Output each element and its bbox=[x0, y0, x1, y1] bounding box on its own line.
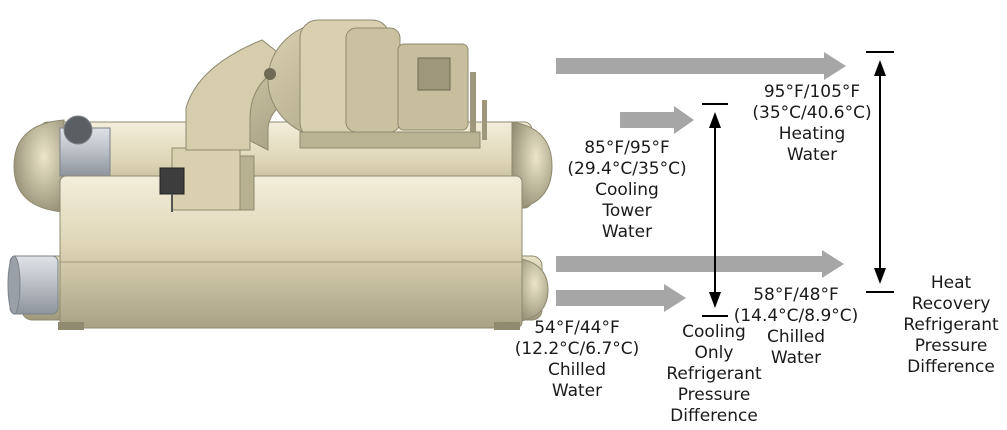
label-line: Water bbox=[601, 222, 653, 242]
label-line: Heating bbox=[778, 124, 846, 144]
compressor-base bbox=[299, 131, 481, 149]
cooling-only-arrowhead-bottom bbox=[709, 292, 721, 308]
label-line: (29.4°C/35°C) bbox=[567, 159, 687, 179]
label-line: Tower bbox=[602, 201, 652, 221]
control-box-side bbox=[239, 155, 255, 211]
arrow-cooling-tower-water bbox=[620, 106, 694, 134]
support-foot-left bbox=[58, 322, 84, 330]
label-line: Water bbox=[786, 145, 838, 165]
label-line: Pressure bbox=[914, 336, 988, 356]
label-line: (12.2°C/6.7°C) bbox=[514, 339, 640, 359]
label-line: Chilled bbox=[766, 327, 826, 347]
support-foot-right bbox=[494, 322, 520, 330]
display-screen bbox=[159, 167, 185, 195]
oil-pipe-2 bbox=[482, 100, 487, 140]
cooling-only-bracket bbox=[702, 103, 728, 317]
flow-arrows bbox=[556, 52, 846, 312]
compressor-bolt bbox=[264, 68, 276, 80]
cooling-only-arrowhead-top bbox=[709, 112, 721, 128]
arrow-chilled-water-cooling bbox=[556, 284, 686, 312]
arrow-heating-water bbox=[556, 52, 846, 80]
label-line: Difference bbox=[907, 357, 995, 377]
main-body bbox=[59, 175, 523, 329]
condenser-nozzle-opening bbox=[63, 115, 93, 145]
label-line: Difference bbox=[670, 406, 758, 426]
label-line: 85°F/95°F bbox=[584, 138, 670, 158]
motor-terminal-box bbox=[417, 57, 451, 91]
label-line: 95°F/105°F bbox=[763, 82, 861, 102]
label-line: Refrigerant bbox=[903, 315, 999, 335]
label-line: Chilled bbox=[547, 360, 607, 380]
label-line: (35°C/40.6°C) bbox=[752, 103, 872, 123]
label-line: Cooling bbox=[595, 180, 659, 200]
evaporator-end-cap bbox=[514, 257, 549, 323]
label-line: 58°F/48°F bbox=[753, 285, 839, 305]
label-line: (14.4°C/8.9°C) bbox=[733, 306, 859, 326]
label-line: Refrigerant bbox=[666, 364, 762, 384]
label-line: Water bbox=[770, 348, 822, 368]
heat-recovery-bracket bbox=[866, 51, 894, 293]
chiller-illustration bbox=[7, 19, 553, 330]
oil-pipe bbox=[470, 72, 476, 132]
label-line: 54°F/44°F bbox=[534, 318, 620, 338]
label-line: Pressure bbox=[677, 385, 751, 405]
label-line: Only bbox=[694, 343, 734, 363]
label-line: Water bbox=[551, 381, 603, 401]
label-line: Cooling bbox=[682, 322, 746, 342]
compressor-inlet bbox=[345, 27, 401, 133]
heat-recovery-arrowhead-bottom bbox=[874, 268, 886, 284]
condenser-left-cap bbox=[13, 119, 65, 213]
evaporator-nozzle-end bbox=[7, 255, 21, 315]
label-line: Recovery bbox=[911, 294, 991, 314]
label-line: Heat bbox=[930, 273, 972, 293]
arrow-chilled-water-recovery bbox=[556, 250, 844, 278]
heat-recovery-arrowhead-top bbox=[874, 60, 886, 76]
